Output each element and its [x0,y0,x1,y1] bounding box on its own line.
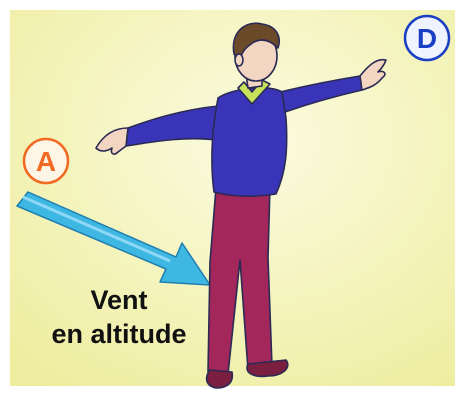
caption-wind-altitude: Vent en altitude [0,283,238,351]
badge-a-label: A [36,146,56,177]
caption-line-2: en altitude [0,317,238,351]
badge-d: D [405,16,449,60]
badge-d-label: D [417,23,437,54]
caption-line-1: Vent [0,283,238,317]
badge-a: A [24,139,68,183]
